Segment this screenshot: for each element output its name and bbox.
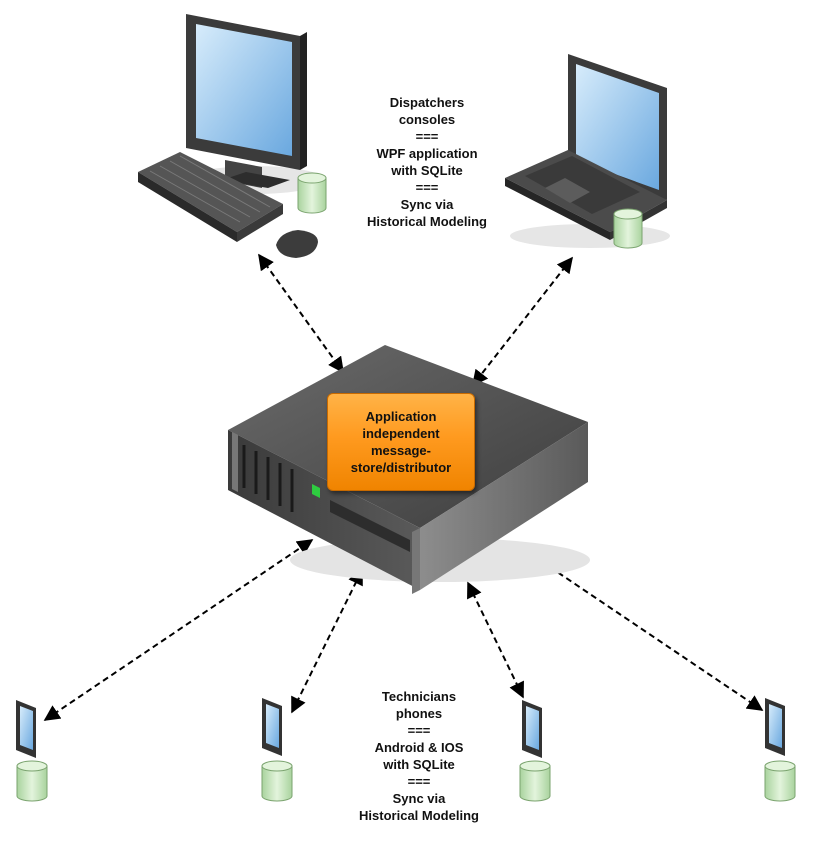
- connector-phone-1: [43, 539, 314, 721]
- connector-phone-4: [533, 556, 764, 711]
- note-line: with SQLite: [383, 757, 455, 772]
- note-line: ===: [407, 774, 431, 789]
- connectors: [43, 253, 764, 721]
- note-line: phones: [395, 706, 443, 721]
- note-line: consoles: [398, 112, 456, 127]
- connector-laptop: [472, 256, 573, 387]
- technicians-phones-note: Technicians phones === Android & IOS wit…: [339, 688, 499, 824]
- database-icon: [519, 760, 551, 802]
- phone-icon: [765, 698, 785, 756]
- server-label-line: message-: [371, 443, 431, 458]
- note-line: with SQLite: [391, 163, 463, 178]
- server-label-box: Application independent message- store/d…: [327, 393, 475, 491]
- database-icon: [764, 760, 796, 802]
- note-line: WPF application: [376, 146, 478, 161]
- phone-icon: [522, 700, 542, 758]
- note-line: ===: [407, 723, 431, 738]
- connector-phone-2: [291, 568, 363, 714]
- note-line: ===: [415, 129, 439, 144]
- connector-phone-3: [467, 581, 524, 699]
- phone-icon: [16, 700, 36, 758]
- server-label-line: independent: [362, 426, 440, 441]
- database-icon: [613, 208, 643, 249]
- note-line: Sync via: [400, 197, 454, 212]
- note-line: Dispatchers: [389, 95, 465, 110]
- note-line: Sync via: [392, 791, 446, 806]
- dispatcher-consoles-note: Dispatchers consoles === WPF application…: [357, 94, 497, 230]
- note-line: ===: [415, 180, 439, 195]
- server-label-line: store/distributor: [350, 460, 452, 475]
- note-line: Historical Modeling: [367, 214, 487, 229]
- phone-icon: [262, 698, 282, 756]
- desktop-computer-icon: [138, 14, 325, 258]
- database-icon: [16, 760, 48, 802]
- note-line: Android & IOS: [374, 740, 464, 755]
- note-line: Technicians: [381, 689, 457, 704]
- database-icon: [297, 172, 327, 214]
- database-icon: [261, 760, 293, 802]
- laptop-icon: [505, 54, 670, 248]
- server-label-line: Application: [365, 409, 437, 424]
- note-line: Historical Modeling: [359, 808, 479, 823]
- connector-desktop: [258, 253, 344, 374]
